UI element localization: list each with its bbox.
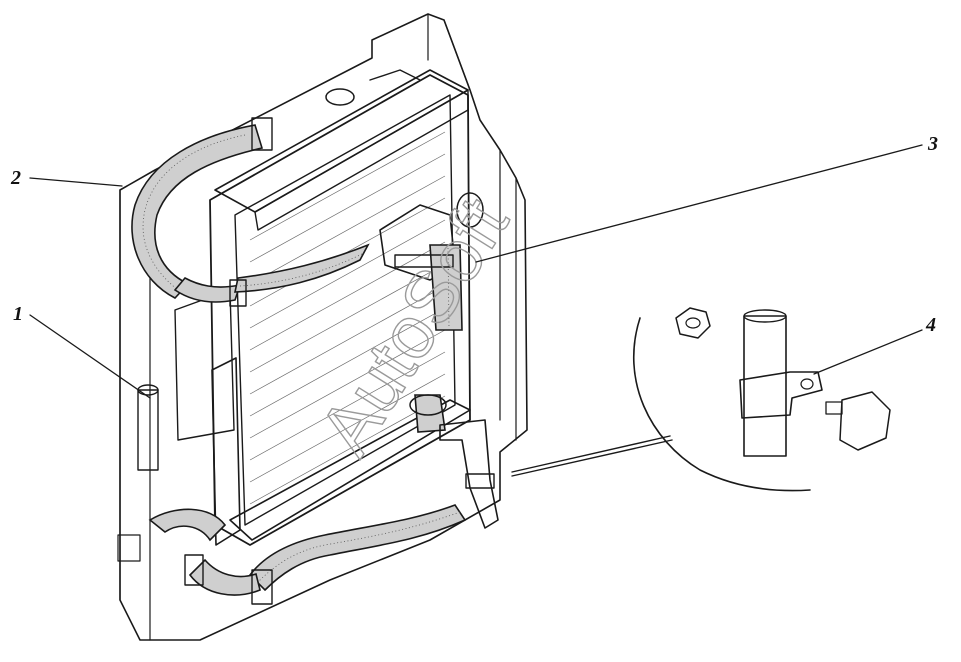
detail-pointer — [511, 435, 673, 477]
callout-1: 1 — [13, 303, 23, 325]
lower-hose — [148, 394, 499, 605]
callout-4: 4 — [925, 314, 936, 336]
hinge-post — [117, 384, 159, 562]
leader-lines — [29, 144, 923, 399]
mounting-panel — [119, 13, 528, 641]
middle-hose — [229, 243, 370, 307]
callout-3: 3 — [927, 133, 938, 155]
bolt-detail — [825, 391, 891, 451]
pipe-detail — [739, 309, 823, 457]
clamp-detail-view — [632, 307, 891, 492]
nut-detail — [675, 307, 711, 339]
callout-2: 2 — [10, 167, 21, 189]
thermostat-housing — [379, 192, 484, 331]
watermark-text: AutoSoft — [303, 183, 524, 468]
